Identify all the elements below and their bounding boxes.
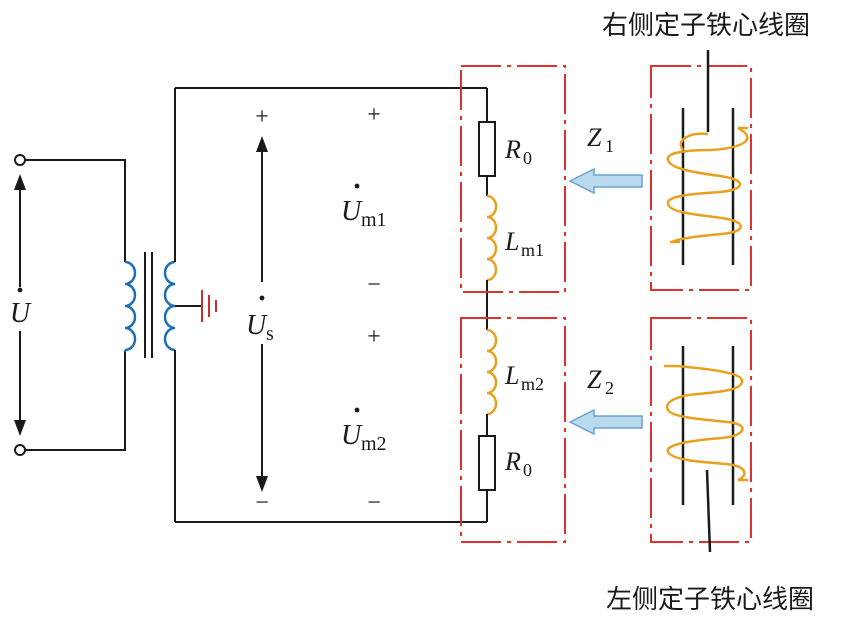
z2-label-sub: 2 <box>605 378 614 398</box>
arrow-head-down <box>14 420 26 436</box>
primary-coil <box>124 260 137 352</box>
terminal-bottom <box>14 444 26 456</box>
voltage-label-u: U <box>10 298 32 329</box>
um2-minus: − <box>367 490 381 516</box>
lead-wire-bottom <box>705 469 712 553</box>
um2-label-group: + U m2 − <box>341 324 387 516</box>
box-right-core <box>650 65 752 291</box>
arrow-left-upper <box>568 167 643 195</box>
secondary-coil <box>163 260 176 352</box>
um1-label-group: + U m1 − <box>341 102 387 298</box>
left-stator-core-coil <box>650 317 752 553</box>
lm1-label-sub: m1 <box>521 240 544 260</box>
equivalent-boxes <box>460 65 566 543</box>
r0-top-label-sub: 0 <box>523 148 532 168</box>
um1-label-main: U <box>341 196 363 227</box>
um1-plus: + <box>367 102 381 128</box>
voltage-arrow-us: + U s − <box>246 104 274 516</box>
um2-plus: + <box>367 324 381 350</box>
voltage-arrow-u: U <box>6 174 34 436</box>
lm1-label-main: L <box>504 227 519 256</box>
caption-right-core: 右侧定子铁心线圈 <box>602 11 810 41</box>
box-left-core <box>650 317 752 543</box>
us-minus: − <box>255 490 269 516</box>
z1-label-sub: 1 <box>605 136 614 156</box>
right-stator-core-coil <box>650 50 752 291</box>
z1-label-main: Z <box>587 123 602 152</box>
arrow-left-lower <box>568 408 643 436</box>
caption-left-core: 左侧定子铁心线圈 <box>606 585 814 615</box>
us-plus: + <box>255 104 269 130</box>
r0-top-label-main: R <box>504 135 521 164</box>
us-label-main: U <box>246 310 268 341</box>
load-branch: R 0 L m1 L m2 R 0 <box>478 88 544 522</box>
um2-label-main: U <box>341 420 363 451</box>
box-upper-equivalent <box>460 65 566 293</box>
transformer <box>123 88 217 522</box>
z2-label-main: Z <box>587 365 602 394</box>
primary-wire-top <box>25 159 126 262</box>
input-terminals <box>14 154 126 456</box>
winding-lower <box>665 364 746 482</box>
resistor-r0-top <box>478 121 496 177</box>
terminal-top <box>14 154 26 166</box>
lm2-label-sub: m2 <box>521 374 544 394</box>
um1-minus: − <box>367 272 381 298</box>
r0-bottom-label-main: R <box>504 447 521 476</box>
r0-bottom-label-sub: 0 <box>523 460 532 480</box>
ground-icon <box>201 290 217 322</box>
um2-label-sub: m2 <box>361 433 387 455</box>
secondary-loop <box>175 87 487 523</box>
us-label-sub: s <box>266 323 274 345</box>
resistor-r0-bottom <box>478 435 496 491</box>
inductor-lm2 <box>486 328 498 416</box>
winding-upper <box>666 126 749 244</box>
box-lower-equivalent <box>460 317 566 543</box>
um1-label-sub: m1 <box>361 209 387 231</box>
lm2-label-main: L <box>504 361 519 390</box>
phasor-dot <box>17 287 23 293</box>
primary-wire-bottom <box>25 350 126 451</box>
arrow-head-up <box>14 174 26 190</box>
inductor-lm1 <box>486 194 498 282</box>
